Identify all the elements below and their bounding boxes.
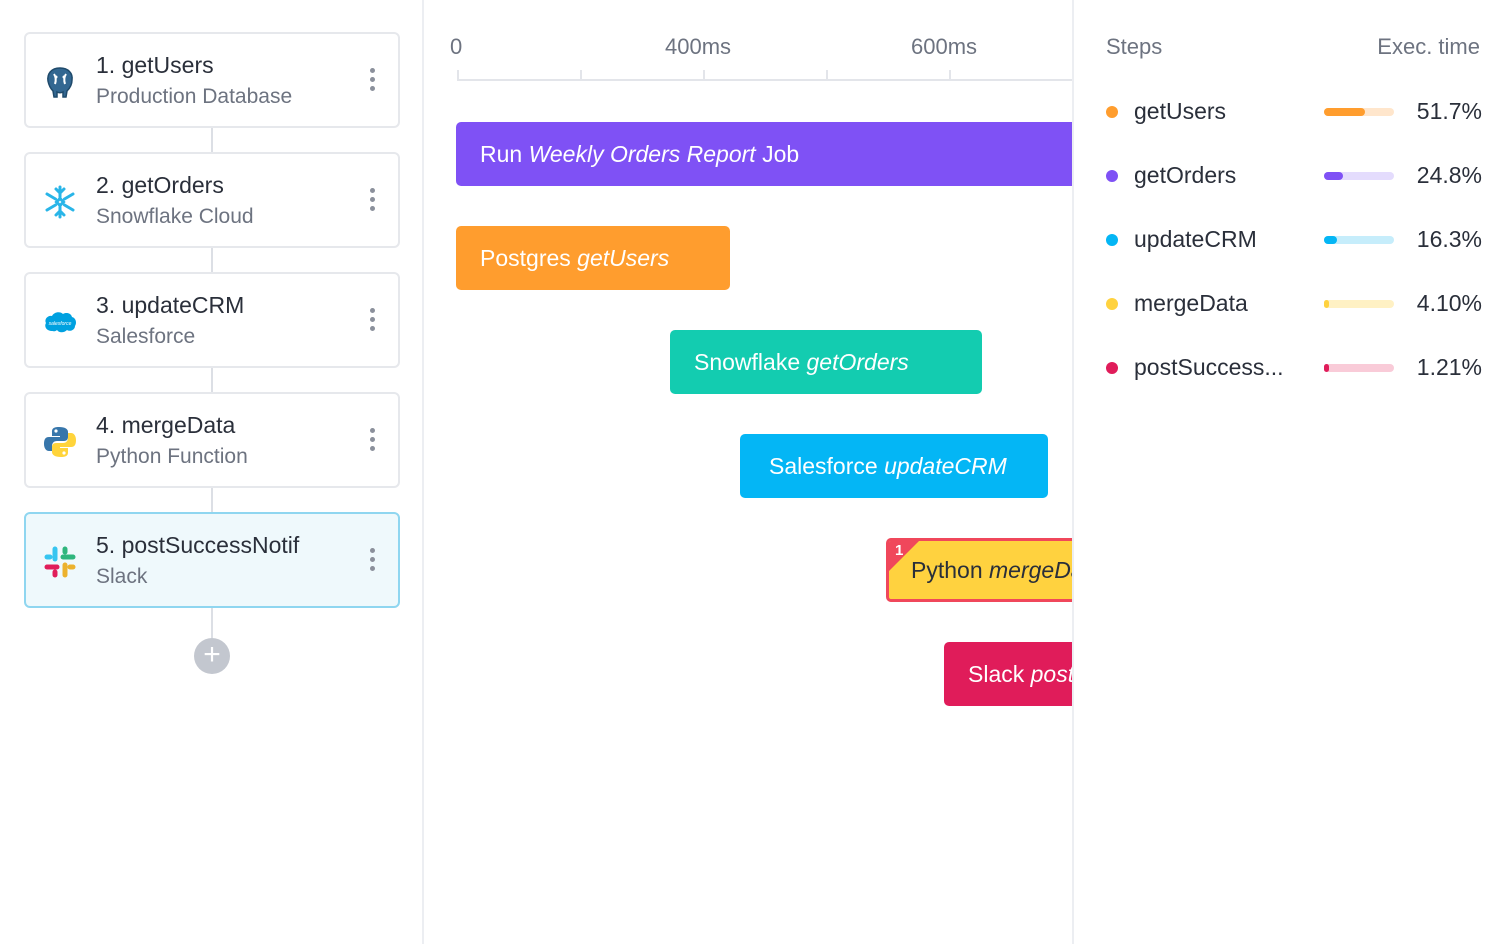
series-dot — [1106, 298, 1118, 310]
exec-percent: 24.8% — [1416, 162, 1482, 188]
step-connector — [211, 608, 213, 638]
exec-row-getusers: getUsers 51.7% — [1074, 92, 1512, 132]
step-title: 4. mergeData — [96, 412, 236, 438]
step-connector — [211, 128, 213, 152]
exec-row-getorders: getOrders 24.8% — [1074, 156, 1512, 196]
step-connector — [211, 368, 213, 392]
axis-tick — [949, 70, 951, 80]
kebab-menu-icon[interactable] — [368, 68, 376, 94]
step-card-getusers[interactable]: 1. getUsers Production Database — [24, 32, 400, 128]
axis-tick-label: 400ms — [665, 34, 732, 59]
time-axis — [457, 79, 1072, 81]
step-list-panel: 1. getUsers Production Database 2. getOr… — [0, 0, 424, 944]
exec-percent: 1.21% — [1416, 354, 1482, 380]
timeline-panel: 0 400ms 600ms Run Weekly Orders Report J… — [426, 0, 1072, 944]
series-dot — [1106, 362, 1118, 374]
kebab-menu-icon[interactable] — [368, 188, 376, 214]
step-subtitle: Slack — [96, 565, 148, 588]
step-connector — [211, 248, 213, 272]
exec-progress-fill — [1324, 236, 1337, 244]
kebab-menu-icon[interactable] — [368, 428, 376, 454]
step-title: 3. updateCRM — [96, 292, 245, 318]
exec-percent: 16.3% — [1416, 226, 1482, 252]
step-title: 1. getUsers — [96, 52, 214, 78]
exec-step-name: updateCRM — [1134, 226, 1257, 252]
exec-progress-fill — [1324, 364, 1329, 372]
timeline-bar-postsuccessnotif[interactable]: Slack postSuccessNotif — [944, 642, 1072, 706]
timeline-bar-getorders[interactable]: Snowflake getOrders — [670, 330, 982, 394]
exec-step-name: getUsers — [1134, 98, 1227, 124]
timeline-bar-mergedata[interactable]: 1 Python mergeData — [886, 538, 1072, 602]
exec-row-updatecrm: updateCRM 16.3% — [1074, 220, 1512, 260]
python-icon — [42, 424, 78, 460]
kebab-menu-icon[interactable] — [368, 308, 376, 334]
step-card-getorders[interactable]: 2. getOrders Snowflake Cloud — [24, 152, 400, 248]
step-subtitle: Python Function — [96, 445, 248, 468]
kebab-menu-icon[interactable] — [368, 548, 376, 574]
exec-row-mergedata: mergeData 4.10% — [1074, 284, 1512, 324]
axis-tick — [826, 70, 828, 80]
error-corner-flag — [889, 541, 919, 571]
step-subtitle: Salesforce — [96, 325, 196, 348]
step-subtitle: Production Database — [96, 85, 293, 108]
step-title: 5. postSuccessNotif — [96, 532, 300, 558]
axis-tick-label: 0 — [450, 34, 463, 59]
snowflake-icon — [42, 184, 78, 220]
axis-tick — [580, 70, 582, 80]
axis-tick-label: 600ms — [911, 34, 978, 59]
step-card-updatecrm[interactable]: salesforce 3. updateCRM Salesforce — [24, 272, 400, 368]
timeline-bar-updatecrm[interactable]: Salesforce updateCRM — [740, 434, 1048, 498]
salesforce-cloud-icon: salesforce — [42, 304, 78, 340]
exec-progress-fill — [1324, 172, 1343, 180]
axis-tick — [457, 70, 459, 80]
step-card-postsuccessnotif[interactable]: 5. postSuccessNotif Slack — [24, 512, 400, 608]
series-dot — [1106, 106, 1118, 118]
exec-time-column-header: Exec. time — [1377, 34, 1480, 59]
exec-progress-fill — [1324, 300, 1329, 308]
timeline-bar-getusers[interactable]: Postgres getUsers — [456, 226, 730, 290]
exec-progress-track — [1324, 364, 1394, 372]
slack-icon — [42, 544, 78, 580]
exec-step-name: getOrders — [1134, 162, 1237, 188]
exec-progress-track — [1324, 108, 1394, 116]
step-card-mergedata[interactable]: 4. mergeData Python Function — [24, 392, 400, 488]
exec-progress-track — [1324, 236, 1394, 244]
exec-step-name: mergeData — [1134, 290, 1248, 316]
svg-text:salesforce: salesforce — [49, 321, 72, 327]
exec-progress-track — [1324, 300, 1394, 308]
postgres-elephant-icon — [42, 64, 78, 100]
exec-time-panel: Steps Exec. time getUsers 51.7% getOrder… — [1072, 0, 1512, 944]
step-title: 2. getOrders — [96, 172, 224, 198]
exec-progress-track — [1324, 172, 1394, 180]
exec-step-name: postSuccess... — [1134, 354, 1284, 380]
exec-row-postsuccessnotif: postSuccess... 1.21% — [1074, 348, 1512, 388]
timeline-bar-run-job[interactable]: Run Weekly Orders Report Job — [456, 122, 1072, 186]
steps-column-header: Steps — [1106, 34, 1163, 59]
add-step-button[interactable]: + — [194, 638, 230, 674]
step-connector — [211, 488, 213, 512]
exec-percent: 4.10% — [1416, 290, 1482, 316]
exec-percent: 51.7% — [1416, 98, 1482, 124]
axis-tick — [703, 70, 705, 80]
series-dot — [1106, 234, 1118, 246]
series-dot — [1106, 170, 1118, 182]
exec-progress-fill — [1324, 108, 1365, 116]
error-count-badge: 1 — [895, 542, 904, 559]
step-subtitle: Snowflake Cloud — [96, 205, 254, 228]
